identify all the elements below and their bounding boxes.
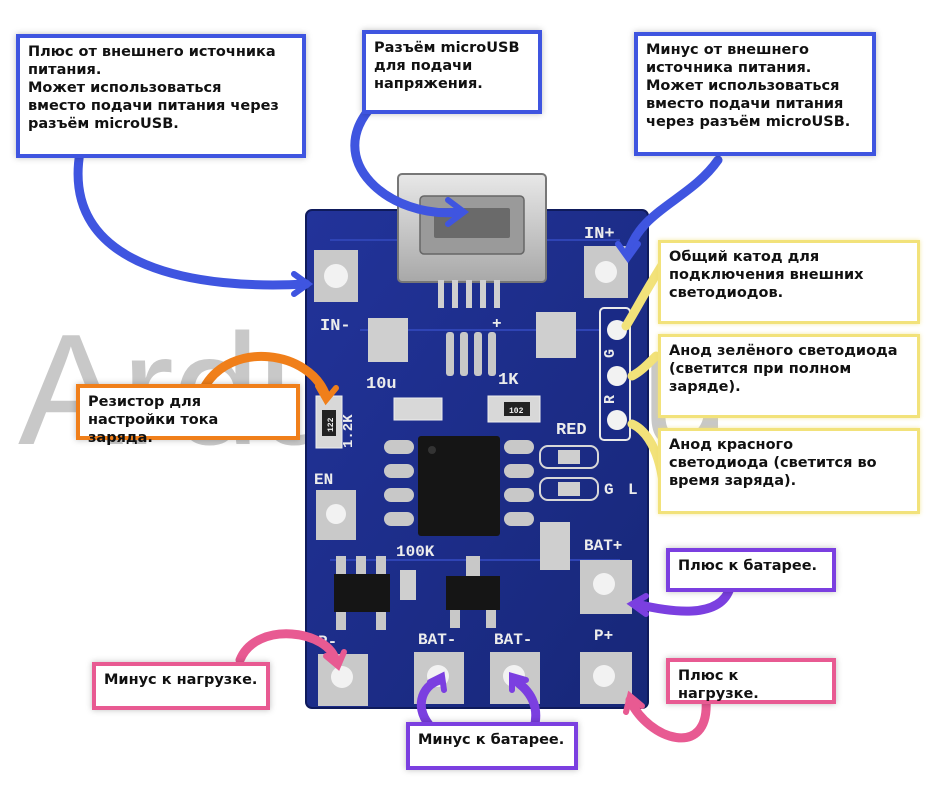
callout-load-plus: Плюс к нагрузке. <box>666 658 836 704</box>
label-g: G <box>604 481 614 499</box>
label-1-2k: 1.2K <box>341 414 357 448</box>
label-red: RED <box>556 421 587 440</box>
label-plus-mark: + <box>492 315 502 333</box>
label-l: L <box>628 481 638 499</box>
callout-in-minus-external: Минус от внешнего источника питания. Мож… <box>634 32 876 156</box>
arrow-in-minus <box>623 155 723 259</box>
callout-resistor: Резистор для настройки тока заряда. <box>76 384 300 446</box>
callout-red-anode: Анод красного светодиода (светится во вр… <box>658 428 920 514</box>
arrow-battery-plus <box>631 583 735 616</box>
label-100k: 100K <box>396 543 435 561</box>
label-102: 102 <box>509 407 524 416</box>
arrow-green-anode <box>627 351 661 381</box>
pads <box>314 246 632 706</box>
callout-in-plus-external: Плюс от внешнего источника питания. Може… <box>16 34 306 158</box>
label-10u: 10u <box>366 375 397 394</box>
callout-common-cathode: Общий катод для подключения внешних свет… <box>658 240 920 324</box>
charger-ic <box>418 436 500 536</box>
label-in-minus: IN- <box>320 317 351 336</box>
label-122: 122 <box>327 417 336 432</box>
callout-battery-plus: Плюс к батарее. <box>666 548 836 592</box>
callout-battery-minus: Минус к батарее. <box>406 722 578 770</box>
arrow-load-plus <box>625 695 711 743</box>
arrow-load-minus <box>235 629 341 667</box>
components <box>315 312 599 630</box>
callout-load-minus: Минус к нагрузке. <box>92 662 270 710</box>
label-in-plus: IN+ <box>584 225 615 244</box>
callout-green-anode: Анод зелёного светодиода (светится при п… <box>658 334 920 418</box>
arrow-resistor <box>199 352 331 401</box>
label-bat-plus: BAT+ <box>584 537 622 555</box>
arrow-in-plus <box>73 147 311 290</box>
label-1k: 1K <box>498 371 519 390</box>
label-bat-minus-2: BAT- <box>494 631 532 649</box>
label-p-plus: P+ <box>594 627 613 645</box>
callout-microusb: Разъём microUSB для подачи напряжения. <box>362 30 542 114</box>
label-side-g: G <box>602 349 619 358</box>
label-bat-minus-1: BAT- <box>418 631 456 649</box>
arrow-microusb <box>350 99 465 218</box>
label-side-r: R <box>602 395 619 404</box>
label-en: EN <box>314 471 333 489</box>
